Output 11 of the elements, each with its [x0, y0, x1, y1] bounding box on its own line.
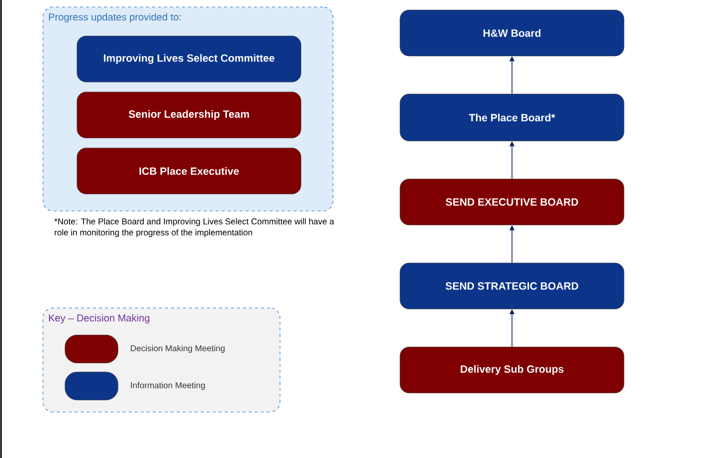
- meeting-box: SEND STRATEGIC BOARD: [400, 262, 624, 310]
- meeting-box: Delivery Sub Groups: [400, 346, 624, 394]
- meeting-box: The Place Board*: [400, 94, 624, 142]
- note-text: *Note: The Place Board and Improving Lives Select Committee will have a role in monitoring the progress of the implementation: [54, 218, 334, 238]
- meeting-box: H&W Board: [400, 10, 624, 56]
- meeting-box: Senior Leadership Team: [76, 92, 302, 138]
- legend-text: Decision Making Meeting: [130, 345, 225, 353]
- meeting-box: SEND EXECUTIVE BOARD: [400, 178, 624, 226]
- meeting-box: ICB Place Executive: [76, 148, 302, 194]
- legend-text: Information Meeting: [131, 382, 205, 390]
- meeting-box: Improving Lives Select Committee: [76, 36, 302, 82]
